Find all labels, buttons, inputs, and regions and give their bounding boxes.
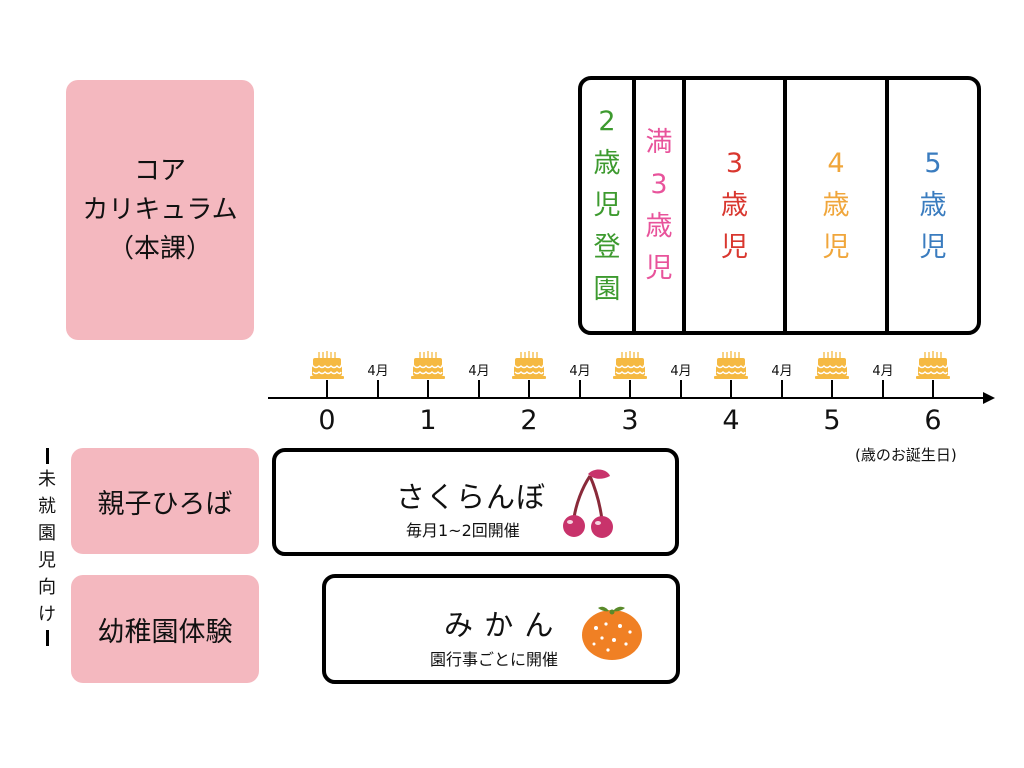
age-col-char: 児: [721, 231, 748, 263]
core-line-1: コア: [133, 155, 186, 186]
april-label: 4月: [670, 364, 692, 379]
age-tick-label: 2: [520, 405, 538, 436]
cherry-icon: [563, 469, 613, 538]
side-label-char: 児: [38, 550, 56, 571]
taiken-text: 幼稚園体験: [97, 616, 233, 648]
age-col-char: 歳: [593, 147, 621, 179]
age-col-char: 歳: [919, 189, 947, 221]
april-label: 4月: [468, 364, 490, 379]
core-line-2: カリキュラム: [82, 194, 238, 225]
birthday-cake-icon: [512, 351, 546, 379]
age-col-char: 5: [924, 147, 942, 179]
age-col-char: 児: [919, 231, 947, 263]
tangerine-icon: [582, 606, 642, 660]
age-tick-label: 3: [621, 405, 639, 436]
mikan-program-box: み か ん 園行事ごとに開催: [322, 574, 680, 684]
age-col-char: 歳: [822, 189, 850, 221]
april-label: 4月: [771, 364, 793, 379]
birthday-cake-icon: [916, 351, 950, 379]
age-column-full-3yo: 満 3 歳 児: [632, 80, 682, 331]
april-label: 4月: [367, 364, 389, 379]
birthday-cake-icon: [613, 351, 647, 379]
birthday-note: (歳のお誕生日): [855, 446, 957, 464]
age-col-char: 2: [598, 105, 616, 137]
mikan-detail: 園行事ごとに開催: [430, 650, 559, 669]
birthday-cake-icon: [815, 351, 849, 379]
sakuranbo-name: さくらんぼ: [396, 480, 547, 514]
age-tick-label: 5: [823, 405, 841, 436]
age-col-char: 歳: [721, 189, 748, 221]
birthday-cake-icon: [411, 351, 445, 379]
age-col-char: 登: [593, 231, 621, 263]
age-tick-label: 0: [318, 405, 336, 436]
age-col-char: 園: [593, 273, 621, 305]
age-class-table: 2 歳 児 登 園 満 3 歳 児 3 歳 児 4 歳 児 5 歳 児: [578, 76, 981, 335]
age-column-2yo: 2 歳 児 登 園: [582, 80, 632, 331]
age-col-char: 3: [650, 168, 668, 200]
side-label-char: 向: [38, 577, 56, 598]
age-tick-label: 1: [419, 405, 437, 436]
core-curriculum-label: コア カリキュラム （本課）: [66, 80, 254, 340]
age-col-char: 満: [645, 126, 673, 158]
birthday-cake-icon: [714, 351, 748, 379]
age-column-5yo: 5 歳 児: [885, 80, 977, 331]
sakuranbo-program-box: さくらんぼ 毎月1~2回開催: [272, 448, 679, 556]
mikan-name: み か ん: [444, 608, 555, 642]
age-tick-label: 4: [722, 405, 740, 436]
side-bar-top: [45, 448, 49, 464]
side-label-char: 就: [38, 496, 56, 517]
side-label-char: 園: [38, 523, 56, 544]
axis-arrowhead: [983, 392, 995, 404]
age-col-char: 4: [827, 147, 845, 179]
sakuranbo-detail: 毎月1~2回開催: [406, 521, 520, 540]
age-tick-label: 6: [924, 405, 942, 436]
birthday-cake-icon: [310, 351, 344, 379]
age-col-char: 児: [593, 189, 621, 221]
side-label-char: け: [38, 604, 56, 625]
side-label-char: 未: [38, 469, 56, 490]
parent-child-plaza-label: 親子ひろば: [71, 448, 259, 554]
age-col-char: 児: [822, 231, 850, 263]
age-col-char: 歳: [645, 210, 673, 242]
preschool-side-label: 未 就 園 児 向 け: [32, 446, 62, 648]
april-label: 4月: [569, 364, 591, 379]
hiroba-text: 親子ひろば: [97, 488, 233, 520]
core-line-3: （本課）: [107, 233, 212, 264]
age-col-char: 3: [725, 147, 744, 179]
age-column-4yo: 4 歳 児: [783, 80, 885, 331]
age-column-3yo: 3 歳 児: [682, 80, 783, 331]
kindergarten-trial-label: 幼稚園体験: [71, 575, 259, 683]
side-bar-bottom: [45, 630, 49, 646]
age-col-char: 児: [645, 252, 673, 284]
april-label: 4月: [872, 364, 894, 379]
